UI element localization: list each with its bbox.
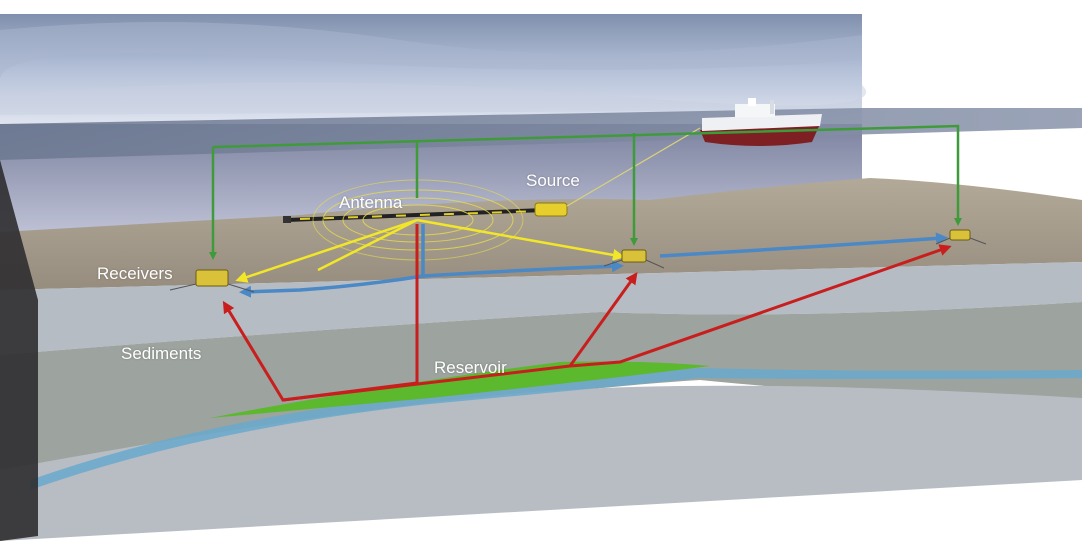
antenna-label: Antenna [339, 193, 403, 212]
reservoir-body [210, 361, 710, 418]
green-signal-paths [209, 124, 962, 260]
yellow-signal-paths [235, 218, 625, 283]
seabed [0, 178, 1082, 290]
receivers-label: Receivers [97, 264, 173, 283]
receiver-icon [935, 229, 987, 245]
sediments-label: Sediments [121, 344, 202, 363]
receiver-icon [169, 269, 255, 293]
sediment-layers [0, 160, 1082, 541]
receiver-icon [603, 249, 665, 269]
reservoir-label: Reservoir [434, 358, 507, 377]
red-signal-paths [222, 224, 952, 402]
source-label: Source [526, 171, 580, 190]
